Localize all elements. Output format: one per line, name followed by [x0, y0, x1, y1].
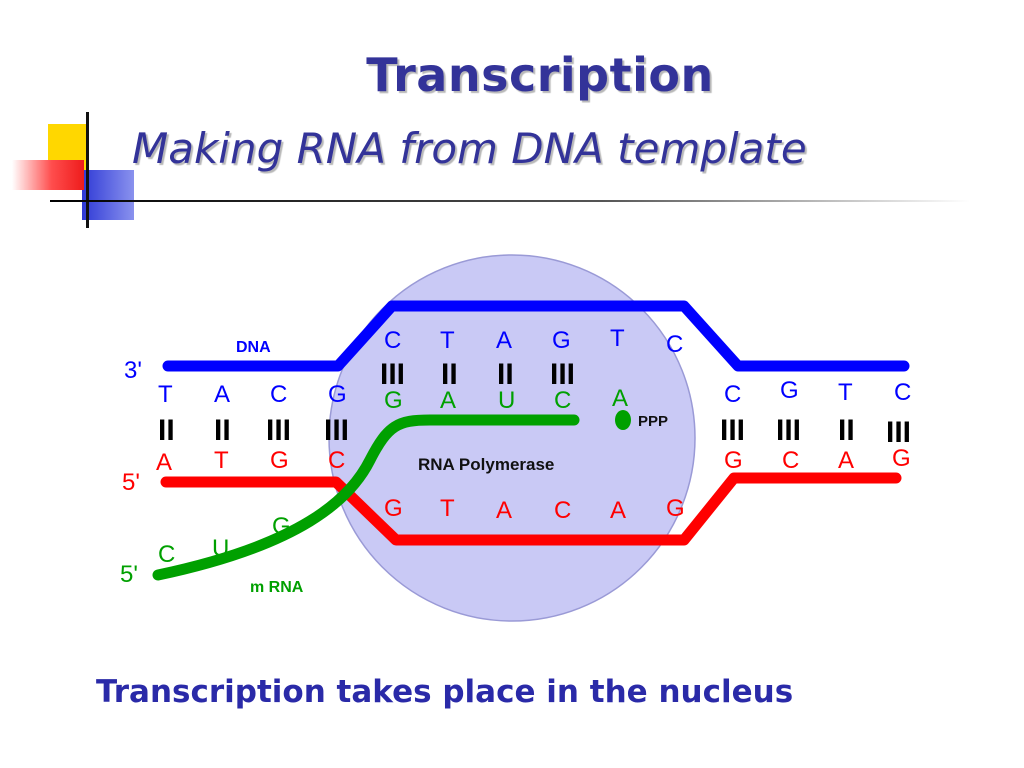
base: A — [156, 449, 172, 476]
base: A — [496, 497, 512, 524]
base: G — [384, 387, 403, 414]
bonds-bubble: III II II III — [380, 358, 575, 391]
base: C — [894, 379, 911, 406]
top-strand-left-bases: T A C G — [158, 381, 347, 408]
top-strand-bubble-bases: C T A G T C — [384, 325, 683, 358]
base: G — [892, 445, 911, 472]
hydrogen-bond: III — [266, 414, 291, 447]
hydrogen-bond: III — [886, 416, 911, 449]
base: A — [612, 385, 628, 412]
base: C — [328, 447, 345, 474]
bonds-left: II II III III — [158, 414, 349, 447]
hydrogen-bond: II — [214, 414, 231, 447]
base: A — [496, 327, 512, 354]
hydrogen-bond: II — [158, 414, 175, 447]
top-strand-right-bases: C G T C — [724, 377, 911, 408]
base: A — [214, 381, 230, 408]
ornament-red-bar — [12, 160, 84, 190]
slide-subtitle: Making RNA from DNA template — [132, 124, 807, 173]
ornament-vertical-line — [86, 112, 89, 228]
mrna-strand — [152, 414, 580, 581]
bottom-strand-right-bases: G C A G — [724, 445, 911, 474]
base: C — [384, 327, 401, 354]
base: A — [440, 387, 456, 414]
base: T — [440, 327, 455, 354]
base: C — [724, 381, 741, 408]
base: U — [212, 535, 229, 562]
dna-bottom-strand — [160, 472, 902, 546]
base: G — [272, 513, 291, 540]
transcription-diagram: PPP DNA m RNA RNA Polymerase 3' 5' 5' T … — [120, 254, 911, 622]
hydrogen-bond: III — [380, 358, 405, 391]
base: A — [610, 497, 626, 524]
base: T — [440, 495, 455, 522]
ornament-horizontal-rule — [50, 200, 970, 202]
ppp-dot — [615, 410, 631, 430]
end-label-3-prime: 3' — [124, 357, 142, 384]
base: C — [782, 447, 799, 474]
mrna-label: m RNA — [250, 579, 304, 596]
base: C — [666, 331, 683, 358]
base: T — [610, 325, 625, 352]
hydrogen-bond: III — [550, 358, 575, 391]
base: C — [158, 541, 175, 568]
base: C — [554, 387, 571, 414]
end-label-5-prime-rna: 5' — [120, 561, 138, 588]
dna-top-strand — [162, 300, 910, 372]
hydrogen-bond: II — [441, 358, 458, 391]
base: G — [666, 495, 685, 522]
base: G — [384, 495, 403, 522]
base: G — [724, 447, 743, 474]
ornament-blue-square — [82, 170, 134, 220]
base: A — [838, 447, 854, 474]
base: C — [270, 381, 287, 408]
hydrogen-bond: II — [838, 414, 855, 447]
slide-title: Transcription — [366, 48, 714, 102]
base: T — [214, 447, 229, 474]
rna-tail-bases: C U G — [158, 513, 291, 568]
slide-caption: Transcription takes place in the nucleus — [96, 674, 794, 710]
rna-polymerase-bubble — [328, 254, 696, 622]
polymerase-label: RNA Polymerase — [418, 455, 554, 474]
bottom-strand-bubble-bases: G T A C A G — [384, 495, 685, 524]
base: C — [554, 497, 571, 524]
hydrogen-bond: III — [720, 414, 745, 447]
base: U — [498, 387, 515, 414]
corner-ornament — [12, 112, 970, 228]
end-label-5-prime-dna: 5' — [122, 469, 140, 496]
bottom-strand-left-bases: A T G C — [156, 447, 345, 476]
hydrogen-bond: III — [324, 414, 349, 447]
ppp-label: PPP — [638, 413, 668, 430]
base: G — [552, 327, 571, 354]
hydrogen-bond: III — [776, 414, 801, 447]
base: G — [780, 377, 799, 404]
base: T — [158, 381, 173, 408]
base: G — [328, 381, 347, 408]
rna-bubble-bases: G A U C A — [384, 385, 628, 414]
base: T — [838, 379, 853, 406]
bonds-right: III III II III — [720, 414, 911, 449]
dna-label: DNA — [236, 339, 271, 356]
hydrogen-bond: II — [497, 358, 514, 391]
base: G — [270, 447, 289, 474]
